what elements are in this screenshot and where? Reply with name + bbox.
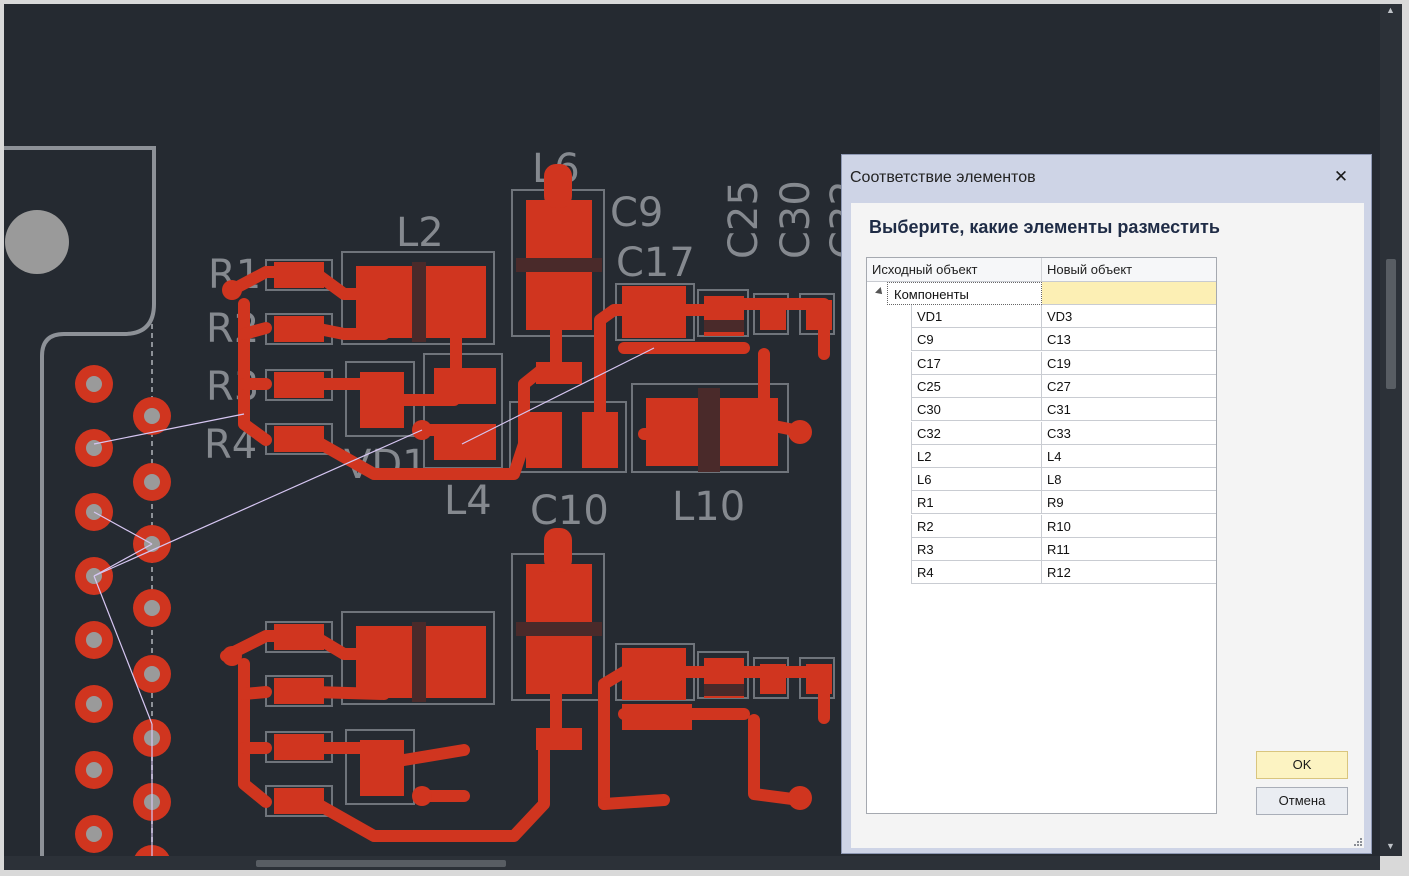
cell-source[interactable]: C9 xyxy=(912,328,1042,352)
cell-source[interactable]: L2 xyxy=(912,444,1042,468)
cell-target[interactable]: C13 xyxy=(1042,328,1216,352)
column-header-source[interactable]: Исходный объект xyxy=(867,258,1042,282)
silk-label-c30: C30 xyxy=(773,180,819,259)
expand-toggle[interactable] xyxy=(867,282,887,305)
silk-label-c17: C17 xyxy=(616,240,695,286)
row-indent xyxy=(867,514,912,538)
group-row-filler xyxy=(1042,282,1216,305)
silk-label-l4: L4 xyxy=(444,478,492,524)
connector-pin[interactable] xyxy=(75,365,113,403)
row-indent xyxy=(867,328,912,352)
cell-source[interactable]: VD1 xyxy=(912,305,1042,328)
cell-target[interactable]: C33 xyxy=(1042,421,1216,445)
dialog-heading: Выберите, какие элементы разместить xyxy=(869,217,1220,237)
group-label: Компоненты xyxy=(887,282,1042,305)
connector-pin[interactable] xyxy=(133,589,171,627)
cell-source[interactable]: C32 xyxy=(912,421,1042,445)
connector-pin[interactable] xyxy=(75,685,113,723)
row-indent xyxy=(867,351,912,375)
vertical-scroll-thumb[interactable] xyxy=(1386,259,1396,389)
column-header-new[interactable]: Новый объект xyxy=(1042,258,1216,282)
row-indent xyxy=(867,374,912,398)
scroll-down-icon[interactable]: ▼ xyxy=(1386,841,1395,851)
vertical-scrollbar[interactable]: ▲ ▼ xyxy=(1380,4,1402,856)
component-mapping-dialog: Соответствие элементов ✕ Выберите, какие… xyxy=(841,154,1372,854)
dialog-body: Выберите, какие элементы разместить Исхо… xyxy=(851,203,1364,848)
row-indent xyxy=(867,468,912,492)
pcb-layout-drawing[interactable]: L6 C9 L2 C17 C25 C30 C32 R1 R2 R3 R4 VD1… xyxy=(4,4,1380,856)
row-indent xyxy=(867,398,912,422)
cell-target[interactable]: R9 xyxy=(1042,491,1216,515)
row-indent xyxy=(867,305,912,328)
cell-source[interactable]: R4 xyxy=(912,561,1042,585)
horizontal-scrollbar[interactable] xyxy=(4,856,1380,870)
cell-source[interactable]: R2 xyxy=(912,514,1042,538)
cell-source[interactable]: C30 xyxy=(912,398,1042,422)
connector-pins[interactable] xyxy=(75,365,171,856)
mapping-grid[interactable]: Исходный объект Новый объект Компоненты … xyxy=(866,257,1217,814)
mounting-hole xyxy=(5,210,69,274)
row-indent xyxy=(867,421,912,445)
scroll-up-icon[interactable]: ▲ xyxy=(1386,5,1395,15)
cell-target[interactable]: C31 xyxy=(1042,398,1216,422)
connector-pin[interactable] xyxy=(133,397,171,435)
row-indent xyxy=(867,561,912,585)
cell-target[interactable]: R12 xyxy=(1042,561,1216,585)
connector-pin[interactable] xyxy=(133,655,171,693)
row-indent xyxy=(867,491,912,515)
silk-label-c9: C9 xyxy=(610,190,663,236)
cell-source[interactable]: R3 xyxy=(912,538,1042,561)
ok-button[interactable]: OK xyxy=(1256,751,1348,779)
close-icon[interactable]: ✕ xyxy=(1333,167,1349,186)
silk-label-l10: L10 xyxy=(672,484,745,530)
cancel-button[interactable]: Отмена xyxy=(1256,787,1348,815)
cell-target[interactable]: R10 xyxy=(1042,514,1216,538)
connector-pin[interactable] xyxy=(75,429,113,467)
silkscreen-labels: L6 C9 L2 C17 C25 C30 C32 R1 R2 R3 R4 VD1… xyxy=(204,146,869,534)
connector-pin[interactable] xyxy=(133,463,171,501)
cell-target[interactable]: R11 xyxy=(1042,538,1216,561)
cell-source[interactable]: R1 xyxy=(912,491,1042,515)
horizontal-scroll-thumb[interactable] xyxy=(256,860,506,867)
connector-pin[interactable] xyxy=(75,751,113,789)
dialog-title: Соответствие элементов xyxy=(850,169,1036,186)
cell-source[interactable]: C17 xyxy=(912,351,1042,375)
cell-target[interactable]: C27 xyxy=(1042,374,1216,398)
row-indent xyxy=(867,538,912,561)
cell-target[interactable]: L8 xyxy=(1042,468,1216,492)
collapse-arrow-icon xyxy=(875,287,885,297)
silk-label-c10: C10 xyxy=(530,488,609,534)
connector-pin[interactable] xyxy=(75,621,113,659)
row-indent xyxy=(867,444,912,468)
cell-target[interactable]: C19 xyxy=(1042,351,1216,375)
cell-source[interactable]: L6 xyxy=(912,468,1042,492)
group-row-components[interactable]: Компоненты xyxy=(867,282,1216,305)
silk-label-l2: L2 xyxy=(396,210,444,256)
resize-grip-icon[interactable] xyxy=(1352,836,1362,846)
connector-pin[interactable] xyxy=(75,815,113,853)
cell-source[interactable]: C25 xyxy=(912,374,1042,398)
cell-target[interactable]: L4 xyxy=(1042,444,1216,468)
silk-label-c25: C25 xyxy=(721,180,767,259)
cell-target[interactable]: VD3 xyxy=(1042,305,1216,328)
